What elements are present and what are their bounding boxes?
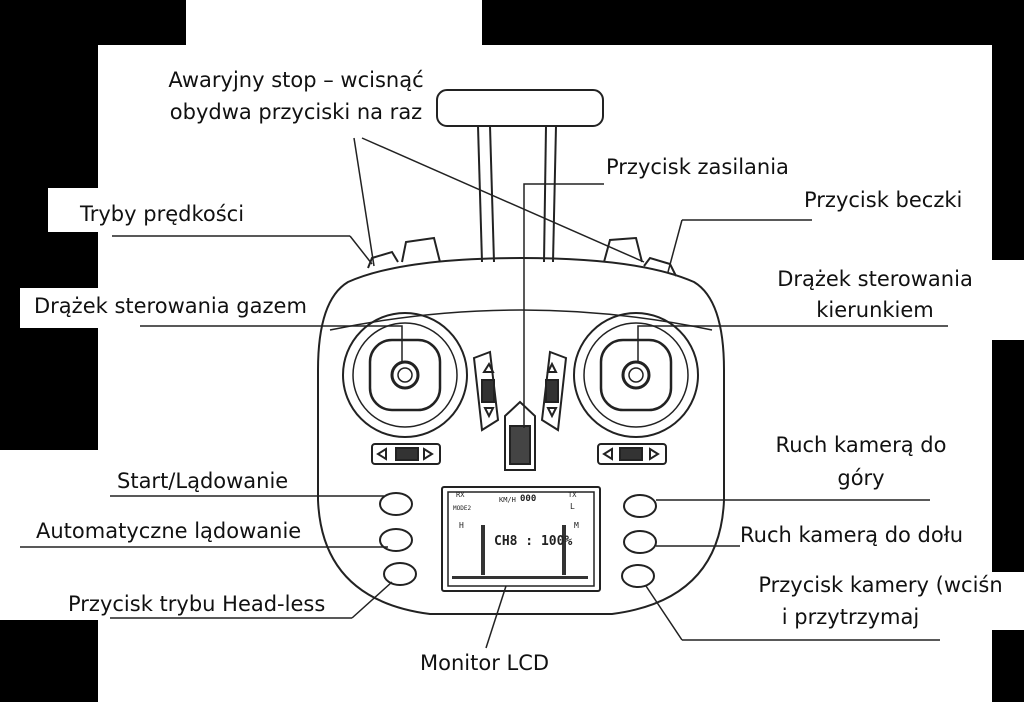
takeoff-landing-button-shape (379, 492, 413, 516)
antenna-panel (436, 89, 604, 127)
label-direction-stick-line2: kierunkiem (816, 298, 934, 322)
lcd-mode: MODE2 (453, 505, 472, 512)
right-top-knob (603, 236, 643, 263)
lcd-screen (447, 491, 595, 587)
auto-landing-button-shape (379, 528, 413, 552)
label-direction-stick-line1: Drążek sterowania (777, 267, 973, 291)
label-throttle-stick: Drążek sterowania gazem (34, 293, 307, 319)
label-camera-button-line2: i przytrzymaj (781, 605, 920, 629)
label-camera-up-line2: góry (837, 466, 885, 490)
lcd-frame (441, 486, 601, 592)
label-camera-down: Ruch kamerą do dołu (740, 522, 964, 548)
lcd-l: L (570, 502, 575, 511)
label-barrel-button: Przycisk beczki (804, 187, 963, 213)
label-emergency-stop: Awaryjny stop – wcisnąć obydwa przyciski… (156, 67, 436, 125)
lcd-m: M (574, 521, 579, 530)
label-emergency-stop-line2: obydwa przyciski na raz (169, 100, 423, 124)
label-camera-button: Przycisk kamery (wciśn i przytrzymaj (737, 572, 1024, 630)
label-takeoff-landing: Start/Lądowanie (117, 468, 289, 494)
label-camera-up: Ruch kamerą do góry (764, 432, 958, 491)
label-lcd-monitor: Monitor LCD (420, 650, 550, 676)
label-direction-stick: Drążek sterowania kierunkiem (770, 266, 980, 323)
right-shoulder-button (643, 256, 677, 277)
left-horizontal-trim (371, 443, 441, 465)
right-horizontal-trim (597, 443, 667, 465)
lcd-rx: RX (456, 491, 465, 499)
camera-up-button-shape (623, 494, 657, 518)
lcd-channel: CH8 : 100% (494, 534, 573, 549)
left-top-knob (401, 236, 441, 263)
lcd-h: H (459, 521, 464, 530)
camera-button-shape (621, 564, 655, 588)
left-stick (342, 312, 468, 438)
camera-down-button-shape (623, 530, 657, 554)
right-stick (573, 312, 699, 438)
left-vertical-trim (472, 350, 500, 432)
lcd-kmh-value: 000 (520, 494, 537, 504)
left-shoulder-button (367, 250, 399, 269)
lcd-tx: TX (568, 491, 577, 499)
headless-button-shape (383, 562, 417, 586)
label-emergency-stop-line1: Awaryjny stop – wcisnąć (168, 68, 424, 92)
right-vertical-trim (540, 350, 568, 432)
label-auto-landing: Automatyczne lądowanie (36, 518, 302, 544)
label-speed-modes: Tryby prędkości (80, 201, 245, 227)
canvas-right (980, 260, 1024, 340)
lcd-kmh: KM/H (499, 496, 516, 504)
label-camera-up-line1: Ruch kamerą do (775, 433, 947, 457)
label-power-button: Przycisk zasilania (606, 154, 789, 180)
label-headless-button: Przycisk trybu Head-less (68, 591, 326, 617)
canvas-top (186, 0, 482, 50)
label-camera-button-line1: Przycisk kamery (wciśn (758, 573, 1003, 597)
power-button-shape (504, 400, 536, 471)
